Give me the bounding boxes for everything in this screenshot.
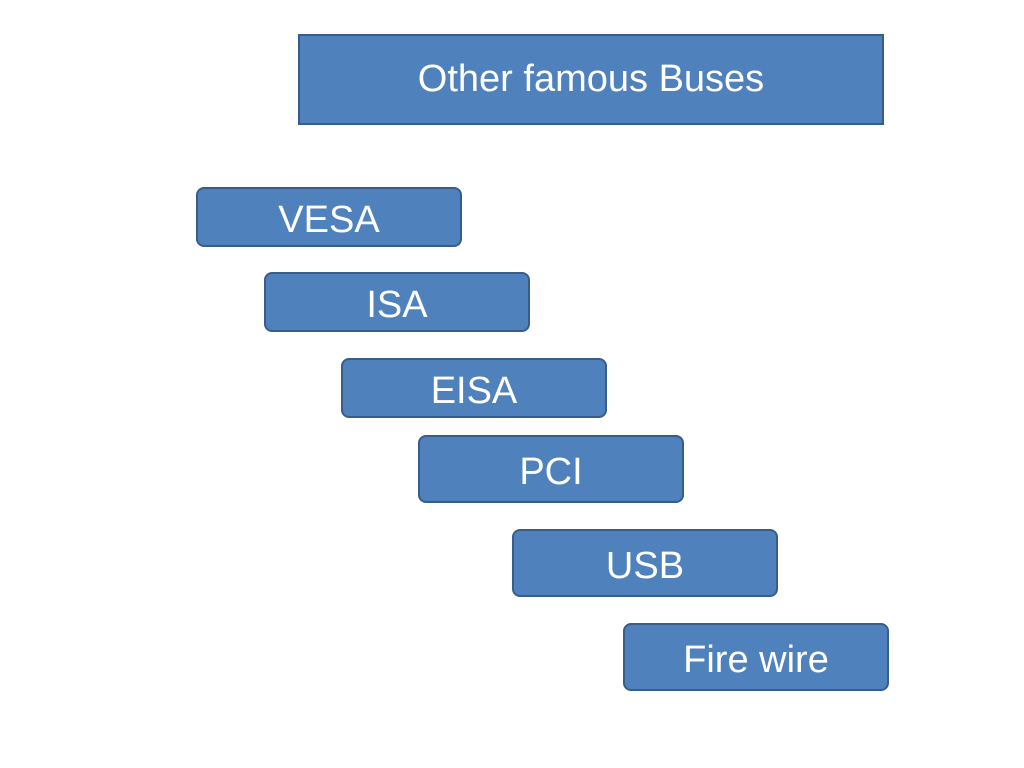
slide-title-text: Other famous Buses	[417, 58, 765, 100]
bus-label-usb: USB	[605, 545, 685, 587]
bus-box-vesa: VESA	[196, 187, 462, 247]
slide-title: Other famous Buses	[298, 34, 884, 125]
bus-box-eisa: EISA	[341, 358, 607, 418]
bus-label-eisa: EISA	[430, 370, 518, 412]
bus-box-pci: PCI	[418, 435, 684, 503]
bus-box-isa: ISA	[264, 272, 530, 332]
bus-box-firewire: Fire wire	[623, 623, 889, 691]
bus-box-usb: USB	[512, 529, 778, 597]
bus-label-firewire: Fire wire	[683, 639, 829, 681]
bus-label-isa: ISA	[366, 284, 428, 326]
bus-label-vesa: VESA	[278, 199, 380, 241]
bus-label-pci: PCI	[519, 451, 583, 493]
